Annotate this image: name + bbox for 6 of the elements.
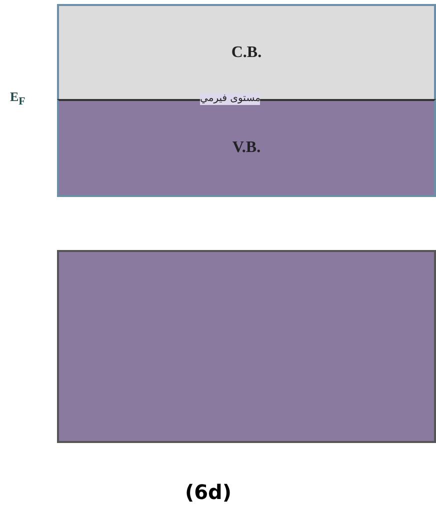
band-label: C.B. [231, 44, 262, 62]
fermi-symbol: E$_{F}$ [10, 89, 26, 108]
empty-band [57, 250, 436, 443]
fermi-level-label: مستوى فيرمي [200, 93, 260, 105]
band-label: V.B. [232, 139, 261, 157]
figure-caption: (6d) [185, 480, 232, 504]
